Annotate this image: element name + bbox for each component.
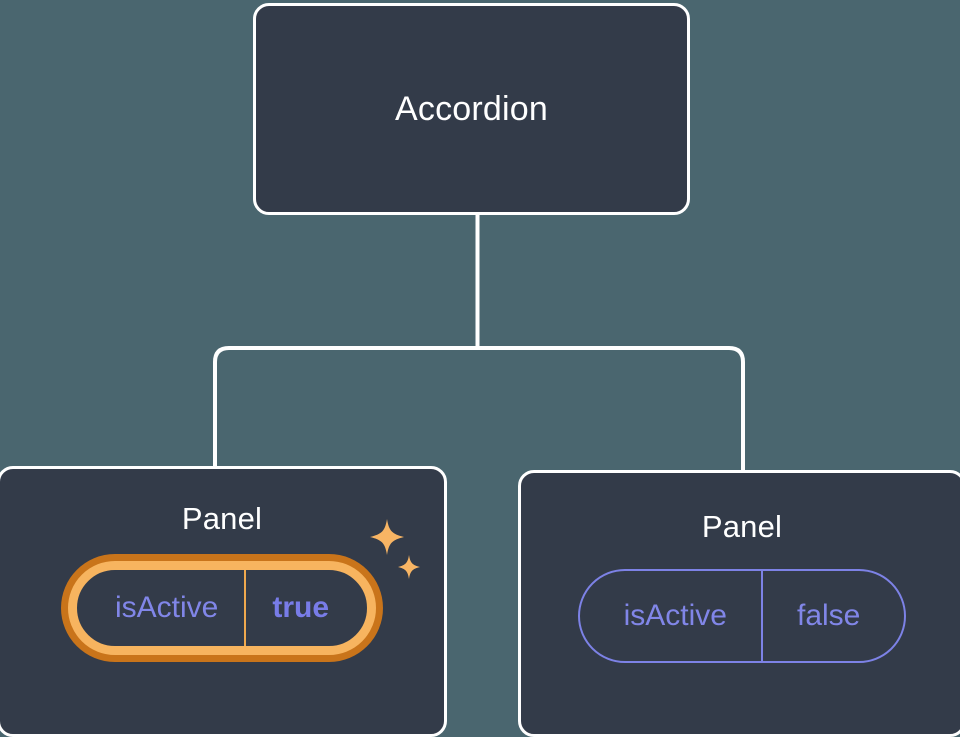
node-title: Panel (701, 509, 783, 544)
sparkles-icon (370, 519, 421, 579)
prop-value: true (272, 591, 330, 624)
node-title: Accordion (395, 90, 548, 128)
prop-pill-isactive-true[interactable]: isActive true (67, 561, 377, 655)
prop-divider (760, 571, 763, 661)
tree-node-accordion[interactable]: Accordion (253, 3, 690, 215)
prop-key: isActive (623, 599, 727, 632)
connector-child-bus (213, 346, 745, 470)
prop-value: false (796, 599, 861, 632)
node-title: Panel (181, 501, 263, 536)
tree-node-panel-inactive[interactable]: Panel isActive false (518, 470, 960, 737)
prop-key: isActive (114, 591, 219, 624)
prop-divider (244, 570, 247, 646)
tree-node-panel-active[interactable]: Panel isActive true (0, 466, 447, 737)
prop-pill-isactive-false[interactable]: isActive false (577, 569, 907, 663)
prop-pill-wrapper: isActive true (67, 519, 421, 655)
prop-pill-wrapper: isActive false (577, 569, 907, 663)
